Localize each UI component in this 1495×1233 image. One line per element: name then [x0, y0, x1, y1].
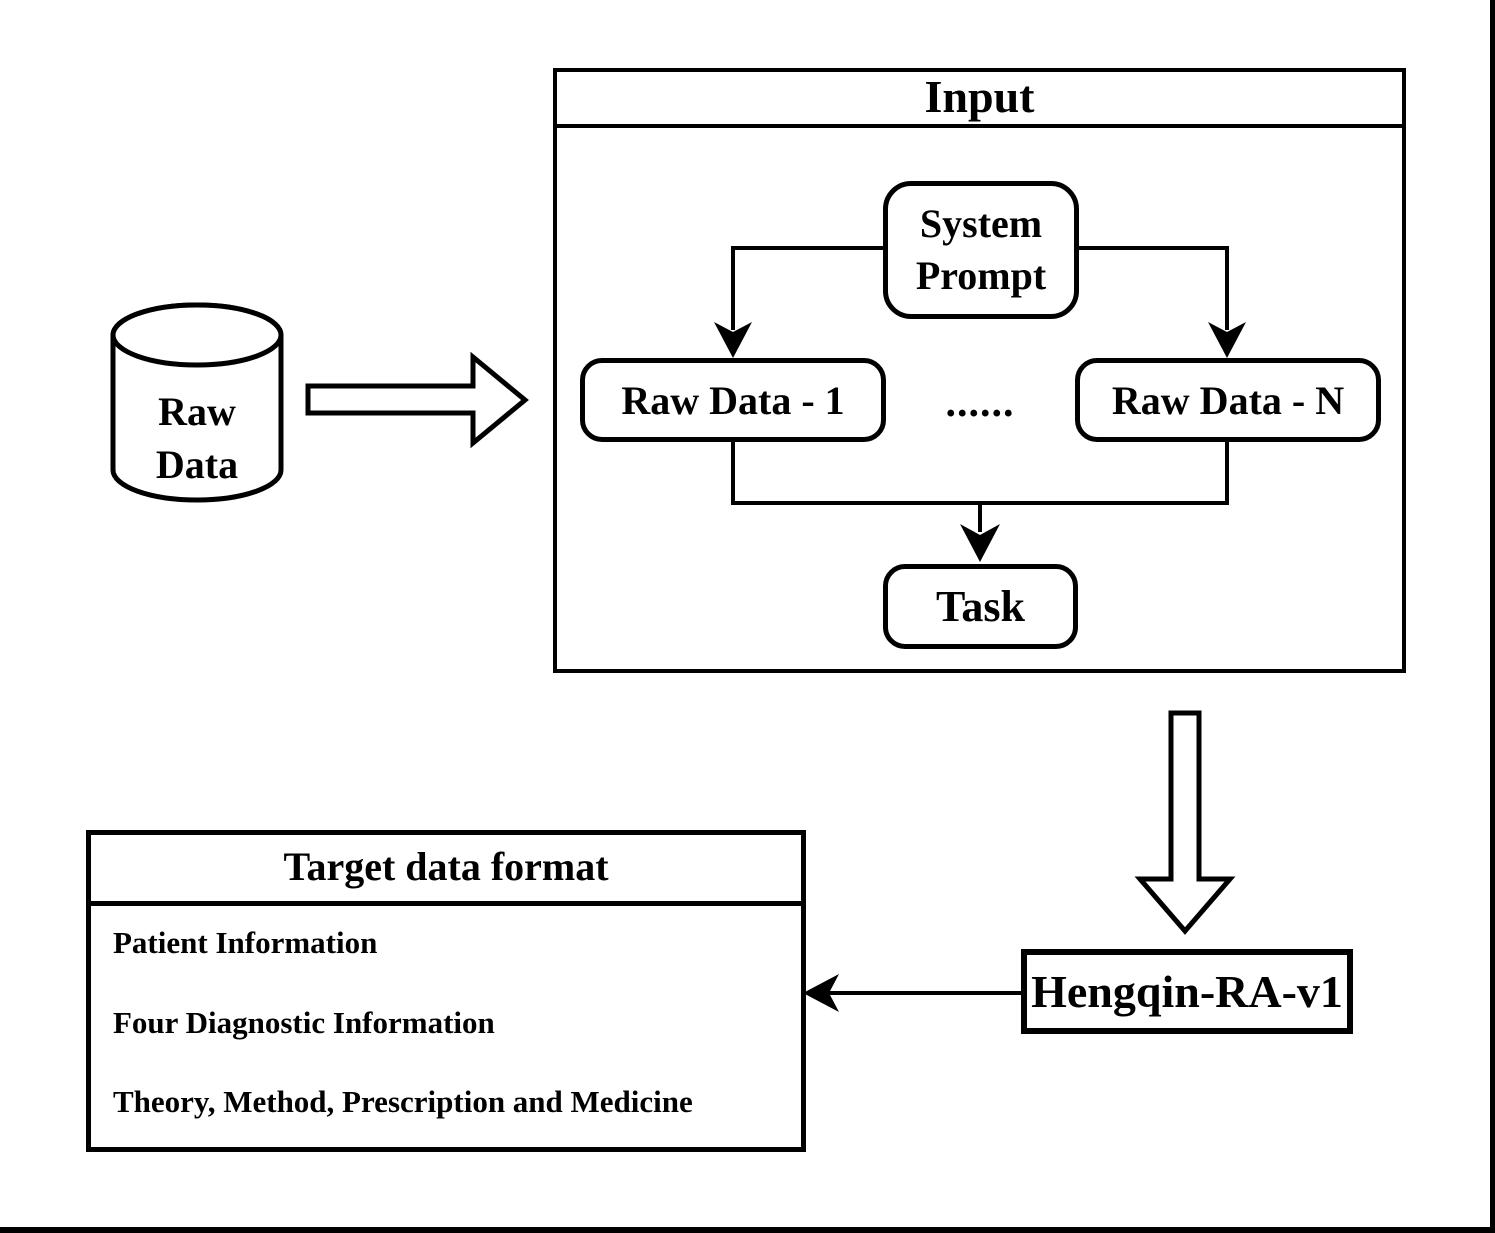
target-item-four-diagnostic-information: Four Diagnostic Information — [113, 1005, 495, 1040]
system-prompt-box: System Prompt — [883, 181, 1079, 319]
arrowhead-down-raw1 — [714, 322, 752, 358]
task-box: Task — [883, 564, 1078, 649]
block-arrow-down-icon — [1134, 710, 1236, 935]
database-cylinder-icon — [110, 302, 284, 503]
arrowhead-down-task — [960, 524, 1000, 562]
input-panel: Input — [553, 68, 1406, 673]
raw-data-cylinder-line2: Data — [155, 442, 239, 487]
connector-sysprompt-to-rawN — [1078, 246, 1229, 330]
arrowhead-down-rawN — [1208, 322, 1246, 358]
raw-data-1-box: Raw Data - 1 — [580, 358, 886, 442]
raw-data-cylinder-line1: Raw — [158, 389, 236, 434]
connector-sysprompt-to-raw1 — [731, 246, 883, 330]
target-panel-title: Target data format — [91, 835, 801, 906]
model-box: Hengqin-RA-v1 — [1021, 949, 1353, 1034]
figure-border-bottom — [0, 1227, 1495, 1233]
block-arrow-right-icon — [305, 351, 529, 449]
target-data-format-panel: Target data format Patient Information F… — [86, 830, 806, 1152]
target-item-theory-method-prescription-medicine: Theory, Method, Prescription and Medicin… — [113, 1084, 693, 1119]
arrowhead-left-target — [803, 974, 839, 1012]
input-panel-title: Input — [557, 72, 1402, 128]
ellipsis-label: ...... — [945, 380, 1015, 426]
raw-data-cylinder-label: Raw Data — [112, 385, 282, 491]
figure-border-right — [1490, 0, 1495, 1233]
raw-data-n-box: Raw Data - N — [1075, 358, 1381, 442]
target-item-patient-information: Patient Information — [113, 925, 378, 960]
